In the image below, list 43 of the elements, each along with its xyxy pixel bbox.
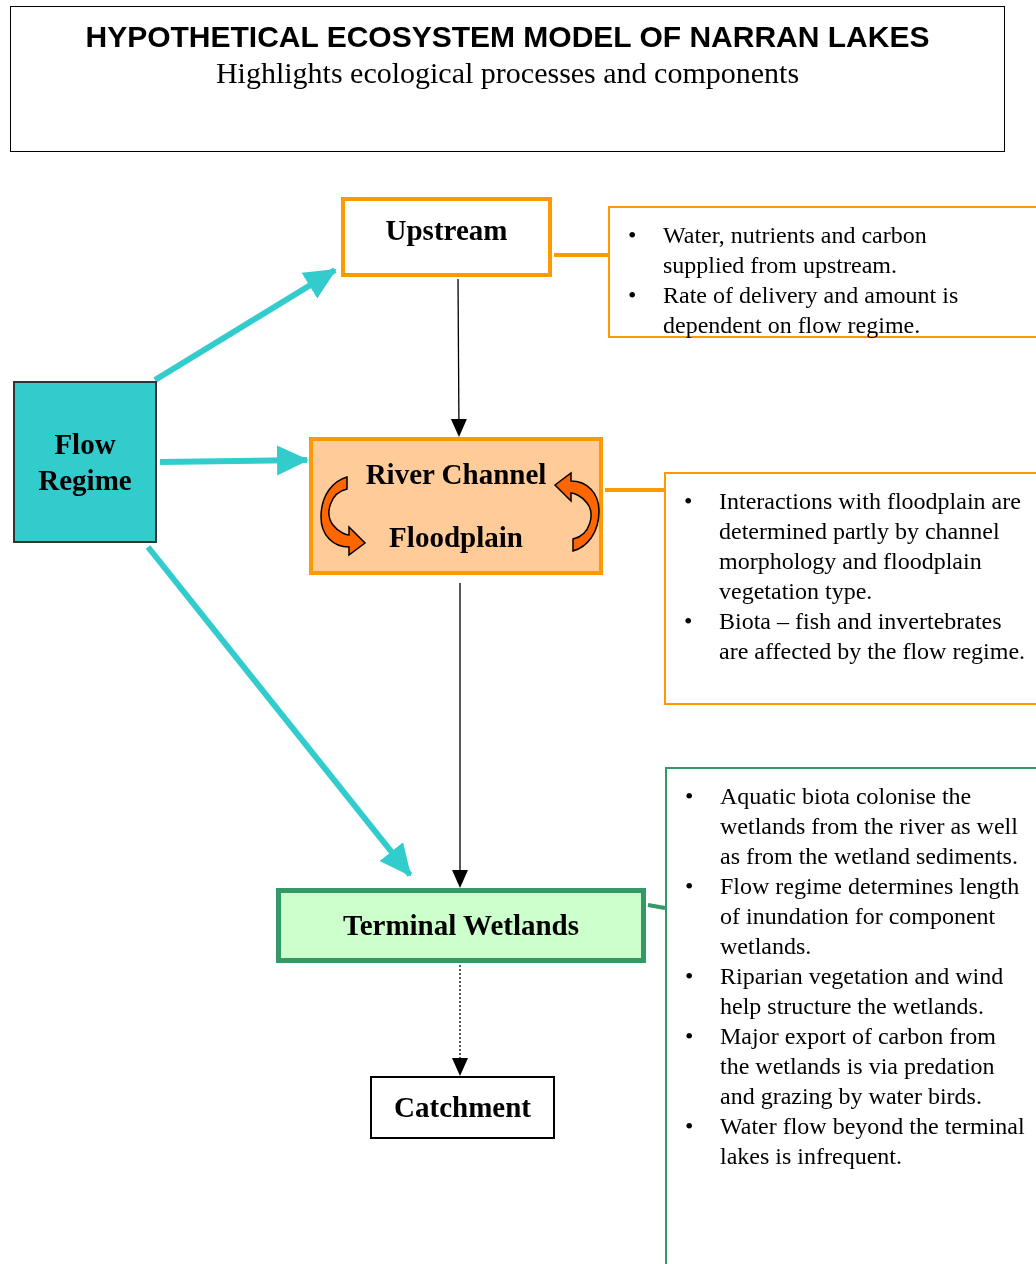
process-box: [341, 197, 552, 277]
process-box: [370, 1076, 555, 1139]
bullet: •: [628, 221, 638, 250]
arrow: [145, 545, 413, 877]
subtitle: Highlights ecological processes and components: [215, 55, 800, 91]
note-text: Biota – fish and invertebrates are affected by the flow regime.: [719, 607, 1026, 666]
node-label: River Channel: [365, 457, 547, 492]
title: HYPOTHETICAL ECOSYSTEM MODEL OF NARRAN LAKES: [85, 19, 930, 55]
arrow: [452, 582, 468, 888]
connector-line: [554, 253, 608, 257]
note-text: Rate of delivery and amount is dependent on flow regime.: [663, 281, 960, 340]
node-label: Upstream: [385, 213, 508, 248]
process-box: [309, 437, 603, 575]
connector-line: [605, 488, 664, 492]
bullet: •: [684, 607, 694, 636]
note-box: [608, 206, 1036, 338]
connector-line: [647, 903, 666, 910]
note-text: Aquatic biota colonise the wetlands from the river as well as from the wetland sediments.: [720, 782, 1019, 871]
bullet: •: [628, 281, 638, 310]
bullet: •: [685, 962, 695, 991]
arrow: [452, 964, 468, 1076]
arrow: [153, 267, 337, 383]
node-label: Floodplain: [389, 519, 523, 555]
bullet: •: [685, 872, 695, 901]
process-box: [276, 888, 646, 963]
node-label: Terminal Wetlands: [342, 907, 580, 943]
arrow: [159, 445, 309, 476]
arrow: [450, 278, 467, 437]
note-box: [664, 472, 1036, 705]
bullet: •: [685, 1112, 695, 1141]
note-box: [665, 767, 1036, 1264]
note-text: Riparian vegetation and wind help structure the wetlands.: [720, 962, 1005, 1021]
note-text: Flow regime determines length of inundation for component wetlands.: [720, 872, 1021, 961]
bullet: •: [685, 782, 695, 811]
note-text: Interactions with floodplain are determined partly by channel morphology and floodplain vegetation type.: [719, 487, 1022, 606]
bullet: •: [685, 1022, 695, 1051]
node-label: Catchment: [394, 1089, 531, 1125]
process-box: [13, 381, 157, 543]
node-label: Flow Regime: [37, 427, 133, 498]
bullet: •: [684, 487, 694, 516]
note-text: Major export of carbon from the wetlands is via predation and grazing by water birds.: [720, 1022, 997, 1111]
note-text: Water, nutrients and carbon supplied from upstream.: [663, 221, 928, 280]
note-text: Water flow beyond the terminal lakes is infrequent.: [720, 1112, 1026, 1171]
